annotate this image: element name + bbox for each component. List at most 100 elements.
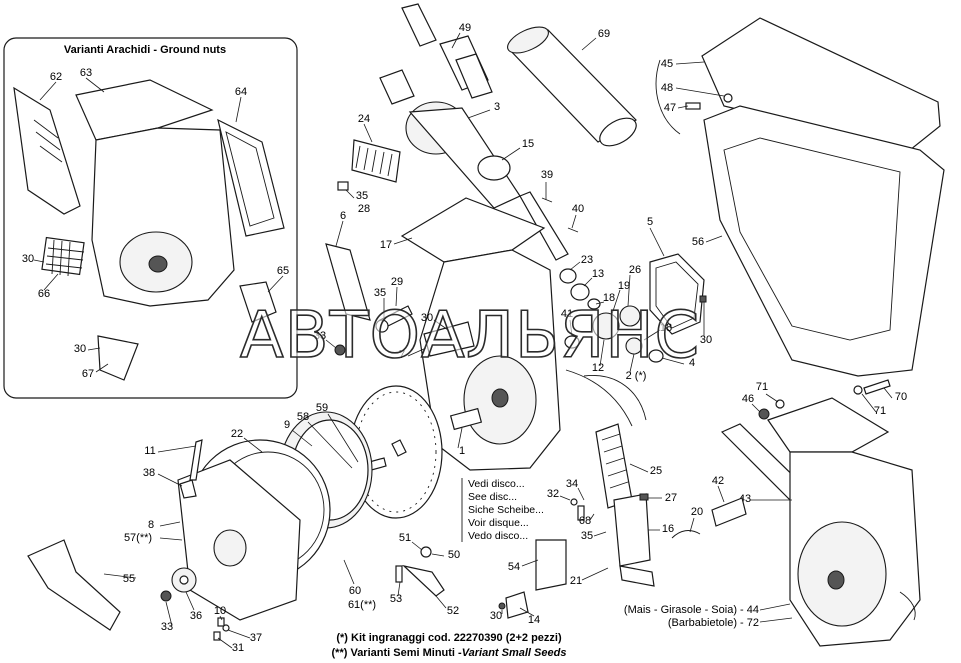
callout-22: 22 (231, 428, 243, 440)
central-housing: 17 30 7 1 (380, 197, 647, 471)
shaft-parts: 49 69 3 15 39 40 (379, 3, 637, 261)
part-62-detail (33, 119, 63, 163)
part-27-screw (639, 493, 649, 501)
callout-33a: 33 (314, 330, 326, 342)
part-37-washer (222, 624, 230, 632)
callout-38: 38 (143, 467, 155, 479)
callout-6: 6 (340, 210, 346, 222)
callout-35b: 35 (374, 287, 386, 299)
label-barbabietole-72: (Barbabietole) - 72 (668, 617, 759, 629)
part-23-bush (559, 268, 577, 284)
part-8-outlet (213, 529, 247, 567)
callout-30d: 30 (700, 334, 712, 346)
part-31-screw (213, 631, 221, 641)
callout-59: 59 (316, 402, 328, 414)
callout-12: 12 (592, 362, 604, 374)
seed-disc-holes (355, 391, 437, 513)
part-24-mesh (351, 139, 401, 183)
callout-18b: 18 (660, 322, 672, 334)
callout-34: 34 (566, 478, 578, 490)
callout-53: 53 (390, 593, 402, 605)
part-5-inner (655, 261, 699, 329)
callout-30c: 30 (421, 312, 433, 324)
callout-55: 55 (123, 573, 135, 585)
see-disc-de: Siche Scheibe... (468, 504, 544, 516)
variant-unit: 70 71 71 46 43 (Mais - Girasole - Soia) … (624, 379, 921, 647)
callout-68: 68 (579, 515, 591, 527)
callout-60: 60 (349, 585, 361, 597)
callout-8: 8 (148, 519, 154, 531)
part-21-bolt (619, 565, 655, 587)
part-20-spring (671, 530, 701, 539)
callout-48: 48 (661, 82, 673, 94)
part-69-far-end (599, 117, 637, 147)
part-13-bush (570, 283, 590, 301)
callout-61: 61(**) (348, 599, 376, 611)
part-71-washer-a (853, 385, 863, 395)
part-15-coupling (477, 155, 511, 181)
callout-4: 4 (689, 357, 695, 369)
ground-nuts-inset: Varianti Arachidi - Ground nuts 62 63 64… (3, 37, 298, 399)
part-11-pin (189, 439, 203, 481)
callout-25: 25 (650, 465, 662, 477)
unit-clip (899, 591, 916, 621)
part-45-lid (701, 17, 941, 151)
callout-11: 11 (144, 445, 155, 457)
inset-hub (148, 255, 168, 273)
part-16-lever (613, 493, 651, 567)
part-24-grid (355, 145, 393, 177)
part-46-nut (758, 408, 770, 420)
part-67 (97, 335, 139, 381)
part-53-bolt (395, 565, 403, 583)
footnote-small-seeds-italic: Variant Small Seeds (462, 647, 567, 659)
part-25-grill (595, 423, 633, 509)
footnote-small-seeds: (**) Varianti Semi Minuti -Variant Small… (332, 647, 567, 659)
part-36-hole (179, 575, 189, 585)
callout-30e: 30 (490, 610, 502, 622)
part-32-pin (570, 498, 578, 506)
callout-45: 45 (661, 58, 673, 70)
callout-21: 21 (570, 575, 582, 587)
part-4-bush (648, 349, 664, 363)
see-disc-note: Vedi disco... See disc... Siche Scheibe.… (461, 478, 544, 542)
part-35-washer (375, 319, 389, 333)
callout-65: 65 (277, 265, 289, 277)
callout-71b: 71 (874, 405, 886, 417)
part-51-nut (420, 546, 432, 558)
part-25-slots (601, 433, 629, 489)
part-30-screw (699, 295, 707, 303)
callout-42: 42 (712, 475, 724, 487)
part-12-gear (592, 312, 620, 340)
see-disc-fr: Voir disque... (468, 517, 529, 529)
callout-30a: 30 (22, 253, 34, 265)
part-1-stub (449, 407, 483, 431)
callout-19: 19 (618, 280, 630, 292)
callout-39: 39 (541, 169, 553, 181)
see-disc-es: Vedo disco... (468, 530, 528, 542)
callout-70: 70 (895, 391, 907, 403)
part-5-gasket (649, 253, 705, 335)
callout-10: 10 (214, 605, 226, 617)
part-14-plate (505, 591, 529, 619)
callout-16: 16 (662, 523, 674, 535)
part-33-nut (160, 590, 172, 602)
callout-24: 24 (358, 113, 370, 125)
callout-23: 23 (581, 254, 593, 266)
callout-33b: 33 (161, 621, 173, 633)
callout-28: 28 (358, 203, 370, 215)
part-3-stub (379, 69, 415, 105)
callout-7: 7 (399, 349, 405, 361)
part-19-gear (619, 305, 641, 327)
callout-57: 57(**) (124, 532, 152, 544)
callout-29: 29 (391, 276, 403, 288)
unit-hub (827, 570, 845, 590)
footnote-gear-kit: (*) Kit ingranaggi cod. 22270390 (2+2 pe… (336, 632, 562, 644)
large-hopper: 45 48 47 56 (655, 17, 945, 377)
callout-54: 54 (508, 561, 520, 573)
callout-9: 9 (284, 419, 290, 431)
callout-2: 2 (*) (626, 370, 647, 382)
callout-46: 46 (742, 393, 754, 405)
part-56-window (723, 137, 901, 341)
callout-51: 51 (399, 532, 411, 544)
